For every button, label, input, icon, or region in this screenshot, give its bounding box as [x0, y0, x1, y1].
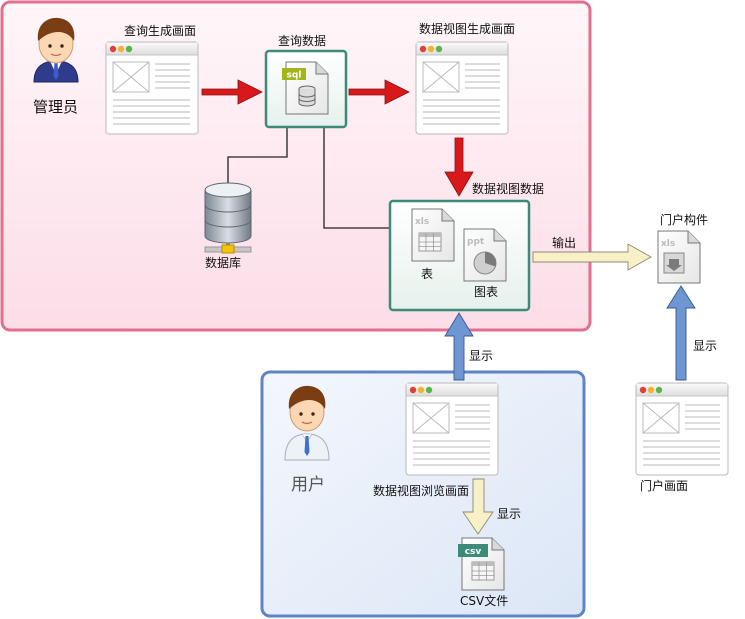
query-data-to-database-line	[227, 128, 288, 185]
portal-component-icon: xls	[657, 230, 701, 284]
view-browse-label: 数据视图浏览画面	[373, 484, 470, 498]
sql-ext-text: sql	[287, 71, 302, 81]
admin-role-label: 管理员	[33, 98, 79, 116]
csv-ext-text: csv	[465, 547, 482, 557]
query-data-to-view-data-line	[323, 128, 392, 229]
portal-component-label: 门户构件	[660, 213, 709, 227]
database-label: 数据库	[205, 256, 242, 270]
arrow-display-portal	[666, 285, 696, 381]
csv-file-icon: csv	[458, 537, 505, 591]
view-data-box	[388, 199, 531, 312]
admin-avatar-icon	[33, 17, 79, 83]
arrow-display-csv	[462, 478, 494, 535]
portal-ext-text: xls	[661, 239, 675, 249]
user-role-label: 用户	[291, 475, 325, 495]
view-browse-window	[405, 382, 499, 476]
table-ext-text: xls	[415, 217, 429, 227]
view-gen-window	[415, 41, 509, 135]
connector-lines	[227, 128, 392, 229]
display-portal-edge-label: 显示	[693, 339, 718, 353]
sql-file-icon: sql	[282, 61, 329, 115]
view-gen-label: 数据视图生成画面	[419, 22, 516, 36]
csv-file-label: CSV文件	[460, 594, 509, 608]
arrow-query-data-to-view-gen	[348, 79, 410, 105]
view-data-label: 数据视图数据	[472, 182, 545, 196]
database-icon	[204, 182, 252, 254]
arrow-display-up	[444, 312, 474, 381]
user-avatar-icon	[284, 385, 330, 461]
display-up-edge-label: 显示	[469, 349, 494, 363]
query-gen-window	[105, 41, 199, 135]
arrow-query-gen-to-query-data	[201, 79, 263, 105]
portal-screen-label: 门户画面	[640, 479, 689, 493]
portal-screen-window	[635, 382, 729, 476]
output-edge-label: 输出	[552, 236, 577, 250]
chart-file-icon: ppt	[463, 228, 507, 282]
query-gen-label: 查询生成画面	[124, 24, 197, 38]
query-data-label: 查询数据	[278, 34, 327, 48]
display-csv-edge-label: 显示	[497, 507, 522, 521]
arrow-output	[532, 243, 652, 271]
chart-ext-text: ppt	[467, 237, 485, 247]
chart-label: 图表	[474, 285, 499, 299]
arrow-view-gen-to-view-data	[444, 137, 474, 197]
table-file-icon: xls	[411, 208, 455, 262]
table-label: 表	[421, 267, 434, 281]
